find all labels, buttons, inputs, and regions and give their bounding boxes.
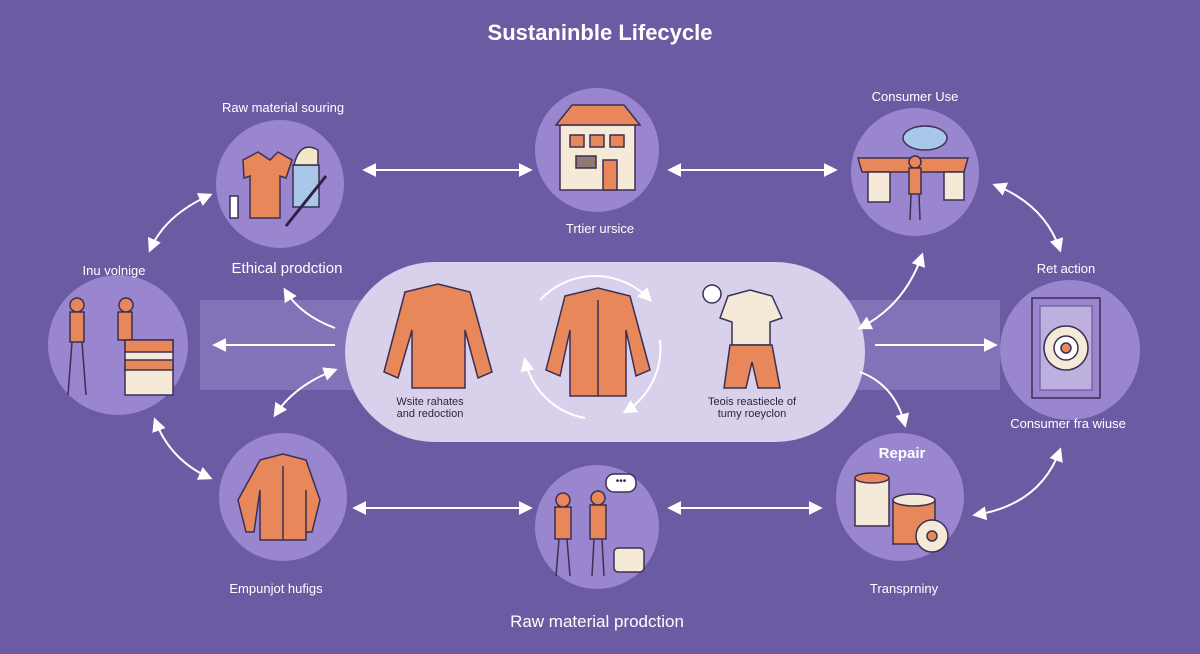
label-teois-reastiecle: Teois reastiecle of tumy roeyclon	[687, 396, 817, 420]
label-empunjot-hufigs: Empunjot hufigs	[229, 581, 323, 596]
jacket-icon	[545, 287, 651, 397]
label-raw-material-souring: Raw material souring	[221, 100, 345, 115]
connector-arrows	[147, 163, 1064, 521]
label-transprniny: Transprniny	[869, 581, 939, 596]
label-wsite-rahates-line1: Wsite rahates	[396, 396, 464, 408]
sweater-icon	[383, 283, 493, 389]
couple-icon	[554, 473, 645, 577]
label-ethical-prodction: Ethical prodction	[231, 260, 343, 277]
workers-icon	[67, 297, 174, 396]
label-wsite-rahates-line2: and redoction	[396, 408, 464, 420]
page-title: Sustaninble Lifecycle	[487, 20, 713, 45]
clothes-sourcing-icon	[229, 146, 328, 227]
label-wsite-rahates: Wsite rahates and redoction	[365, 396, 495, 420]
label-ret-action: Ret action	[1036, 261, 1096, 276]
label-raw-material-prodction: Raw material prodction	[510, 612, 684, 631]
label-consumer-use: Consumer Use	[871, 89, 959, 104]
outfit-icon	[702, 284, 784, 389]
speech-bubble-text: •••	[615, 476, 627, 487]
label-repair: Repair	[878, 445, 926, 462]
store-building-icon	[554, 104, 642, 191]
repair-cans-icon	[854, 472, 949, 553]
consumer-laundry-icon	[857, 125, 969, 221]
label-teois-line2: tumy roeyclon	[717, 408, 787, 420]
shirt-icon	[237, 453, 321, 541]
label-consumer-frawiuse: Consumer fra wiuse	[1010, 416, 1126, 431]
label-inu-volnige: Inu volnige	[82, 263, 146, 278]
label-teois-line1: Teois reastiecle of	[707, 396, 797, 408]
label-trtier-ursice: Trtier ursice	[565, 221, 635, 236]
target-recycle-icon	[1031, 297, 1101, 399]
